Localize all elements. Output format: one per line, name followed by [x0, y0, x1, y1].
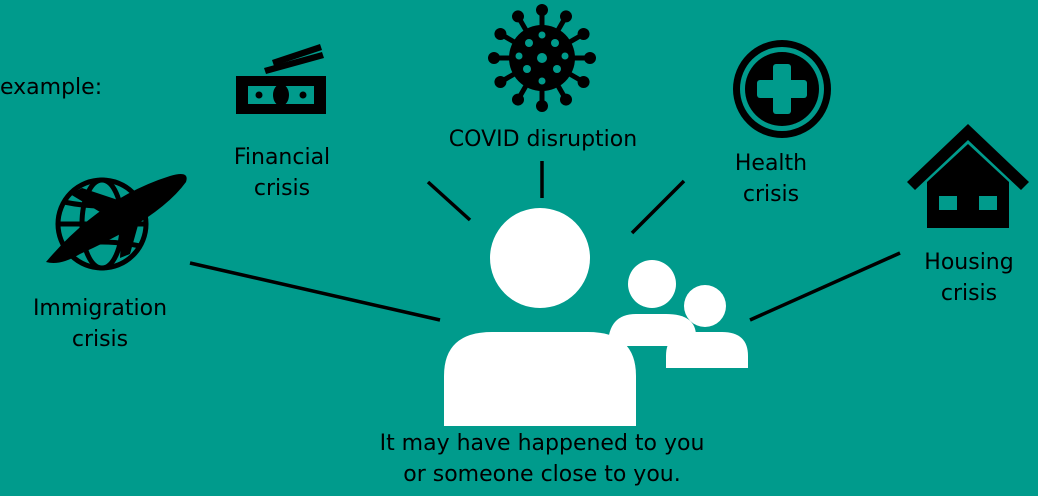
label-housing: Housing crisis	[924, 250, 1014, 306]
label-immigration: Immigration crisis	[32, 296, 168, 352]
person-middle-head	[628, 260, 676, 308]
person-small-body	[666, 332, 748, 368]
label-financial: Financial crisis	[233, 145, 331, 201]
connector-immigration	[189, 261, 441, 322]
center-caption: It may have happened to you or someone c…	[379, 431, 705, 487]
virus-icon	[488, 4, 596, 112]
intro-text: example:	[0, 75, 103, 100]
house-icon	[907, 124, 1029, 228]
person-small-head	[684, 285, 726, 327]
label-covid: COVID disruption	[448, 127, 638, 152]
person-main-head	[490, 208, 590, 308]
money-bill-icon	[236, 44, 326, 114]
travel-globe-plane-icon	[46, 174, 187, 271]
people-group-icon	[444, 208, 748, 426]
medical-cross-icon	[733, 40, 831, 138]
connector-housing	[749, 251, 901, 322]
label-health: Health crisis	[734, 151, 808, 207]
connector-financial	[426, 180, 472, 222]
connector-health	[630, 179, 686, 235]
person-main-body	[444, 332, 636, 426]
